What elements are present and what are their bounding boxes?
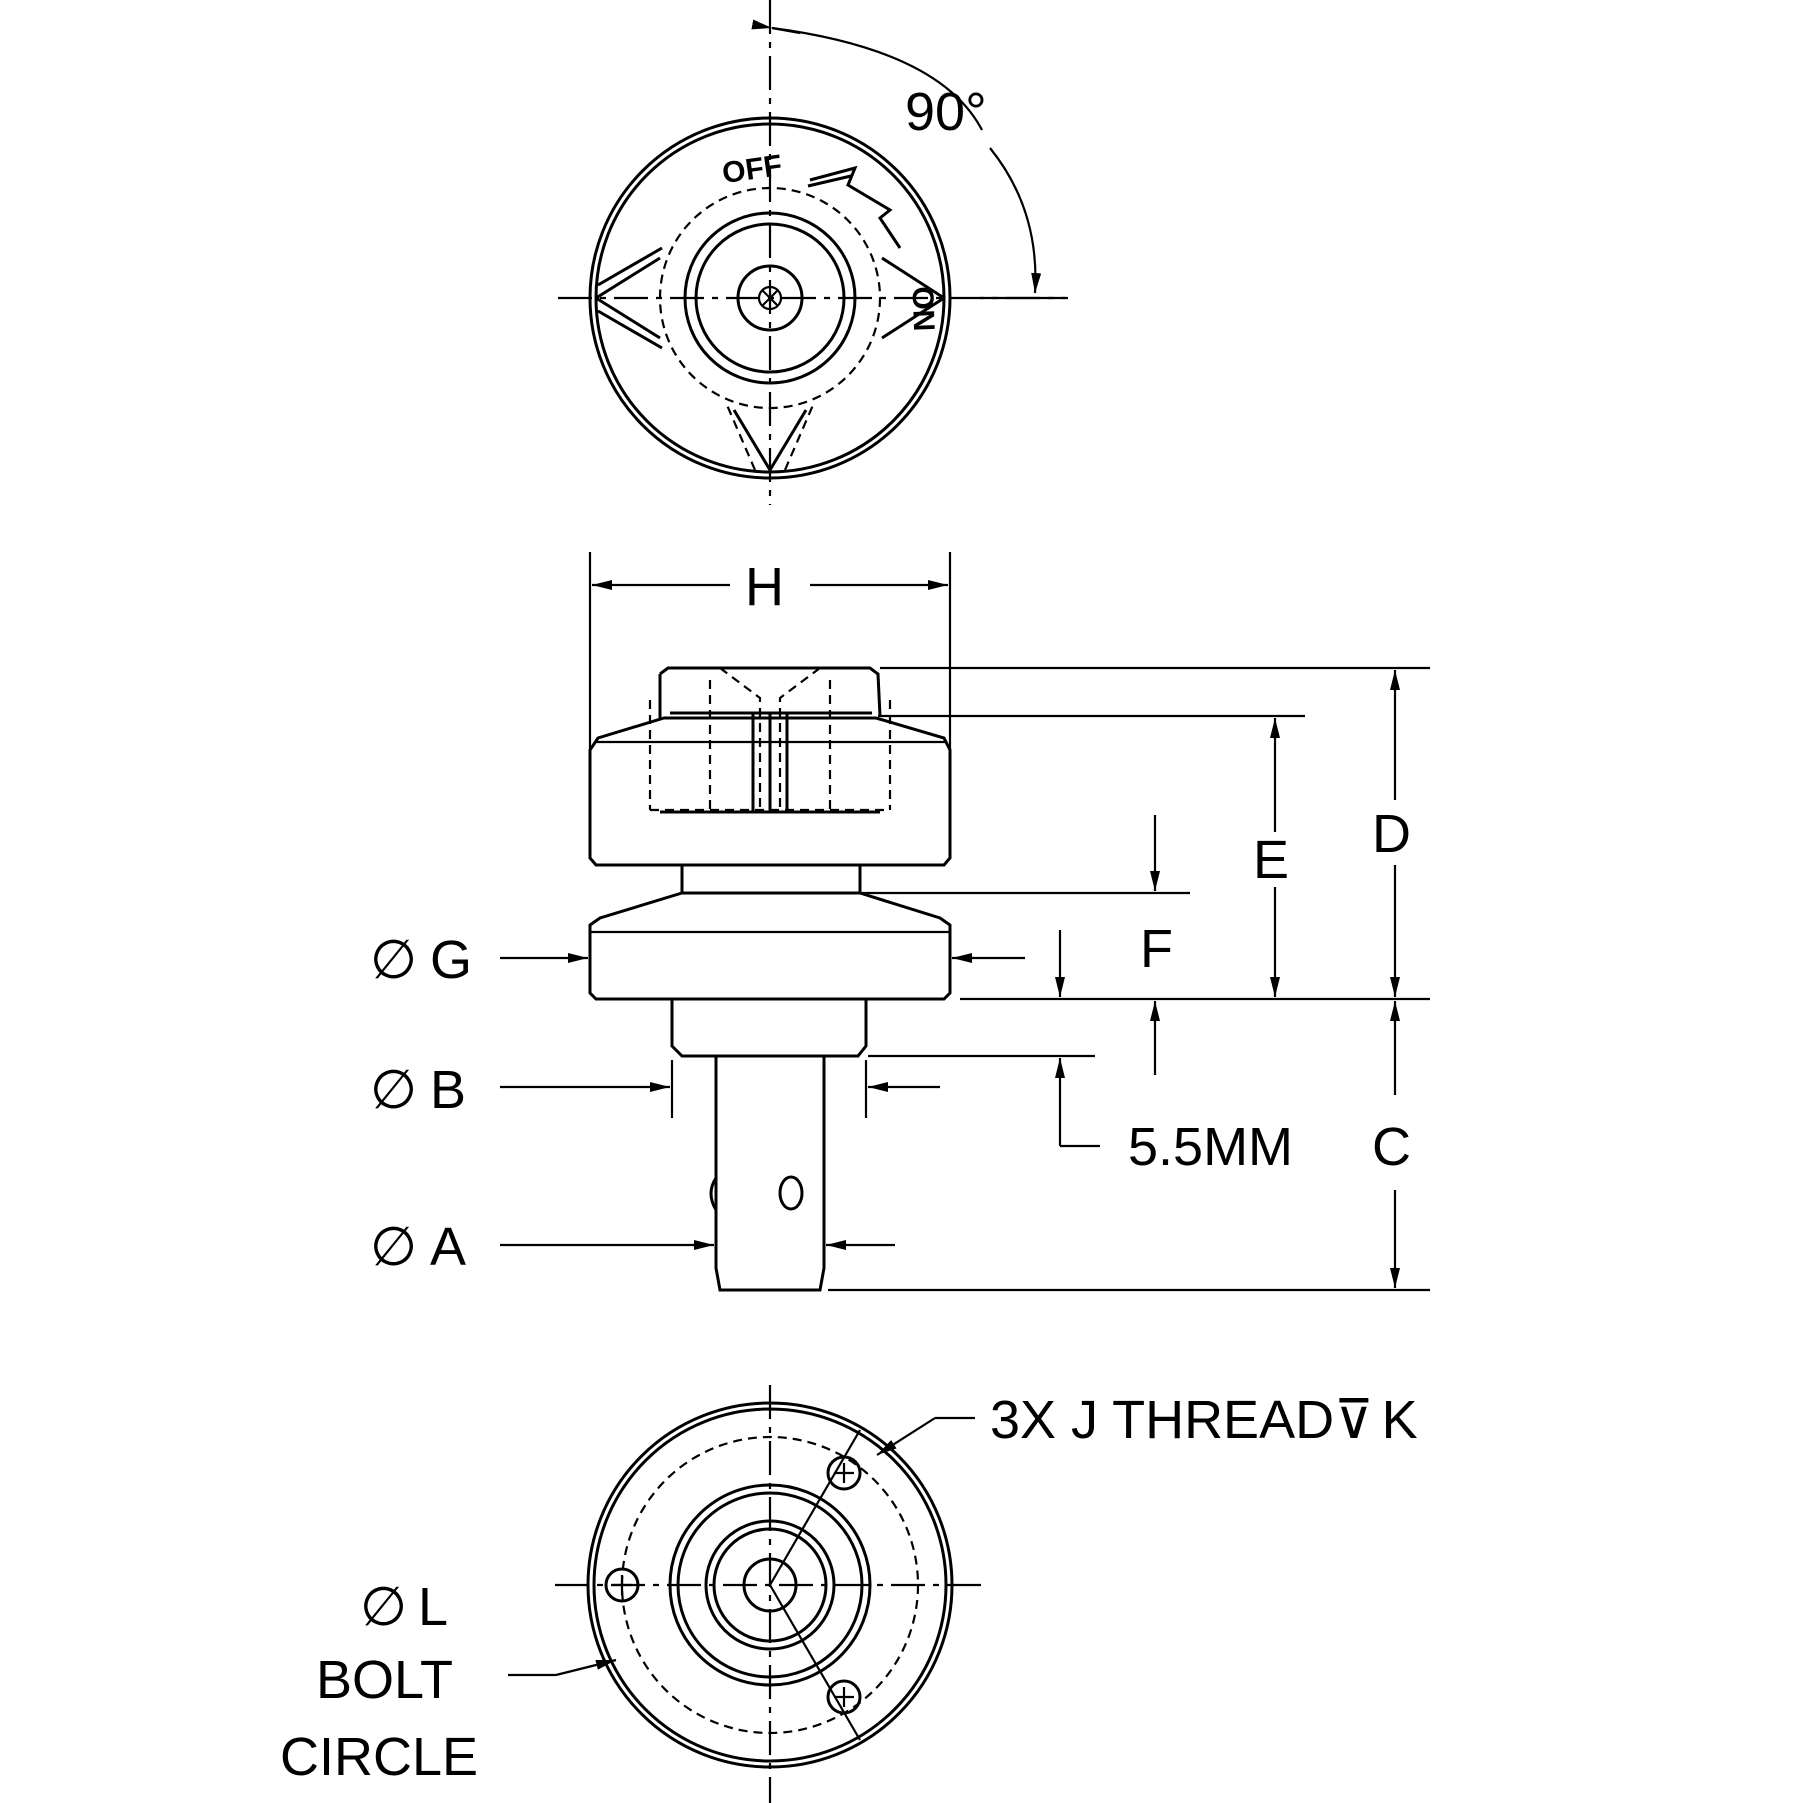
dim-c-label: C — [1372, 1117, 1411, 1177]
thread-callout-tail: K — [1382, 1390, 1418, 1450]
bottom-view: 3X J THREAD⊽K ∅ L BOLT CIRCLE — [280, 1385, 1418, 1803]
dim-a-label: A — [430, 1217, 466, 1277]
bolt-hole — [826, 1679, 862, 1715]
dim-d-label: D — [1372, 804, 1411, 864]
diameter-symbol-g: ∅ — [370, 930, 417, 990]
bolt-line1: BOLT — [316, 1650, 453, 1710]
bolt-hole — [604, 1567, 640, 1603]
dim-h-label: H — [745, 557, 784, 617]
dim-b-label: B — [430, 1060, 466, 1120]
off-label: OFF — [720, 149, 784, 190]
side-view: H D E F 5.5MM C ∅ G — [370, 552, 1430, 1292]
depth-symbol: ⊽ — [1334, 1390, 1374, 1450]
on-label: ON — [906, 286, 941, 332]
bolt-dim-label: L — [418, 1577, 448, 1637]
dim-f-label: F — [1140, 919, 1173, 979]
bolt-hole — [826, 1455, 862, 1491]
angle-label: 90° — [905, 82, 987, 142]
bolt-line2: CIRCLE — [280, 1727, 478, 1787]
diameter-symbol-a: ∅ — [370, 1217, 417, 1277]
dim-step-label: 5.5MM — [1128, 1117, 1293, 1177]
dim-g-label: G — [430, 930, 472, 990]
diameter-symbol-l: ∅ — [360, 1577, 407, 1637]
dim-e-label: E — [1253, 830, 1289, 890]
thread-callout: 3X J THREAD⊽K — [990, 1390, 1418, 1450]
thread-callout-lead: 3X J THREAD — [990, 1390, 1334, 1450]
top-view: OFF ON 90° — [558, 0, 1068, 505]
diameter-symbol-b: ∅ — [370, 1060, 417, 1120]
